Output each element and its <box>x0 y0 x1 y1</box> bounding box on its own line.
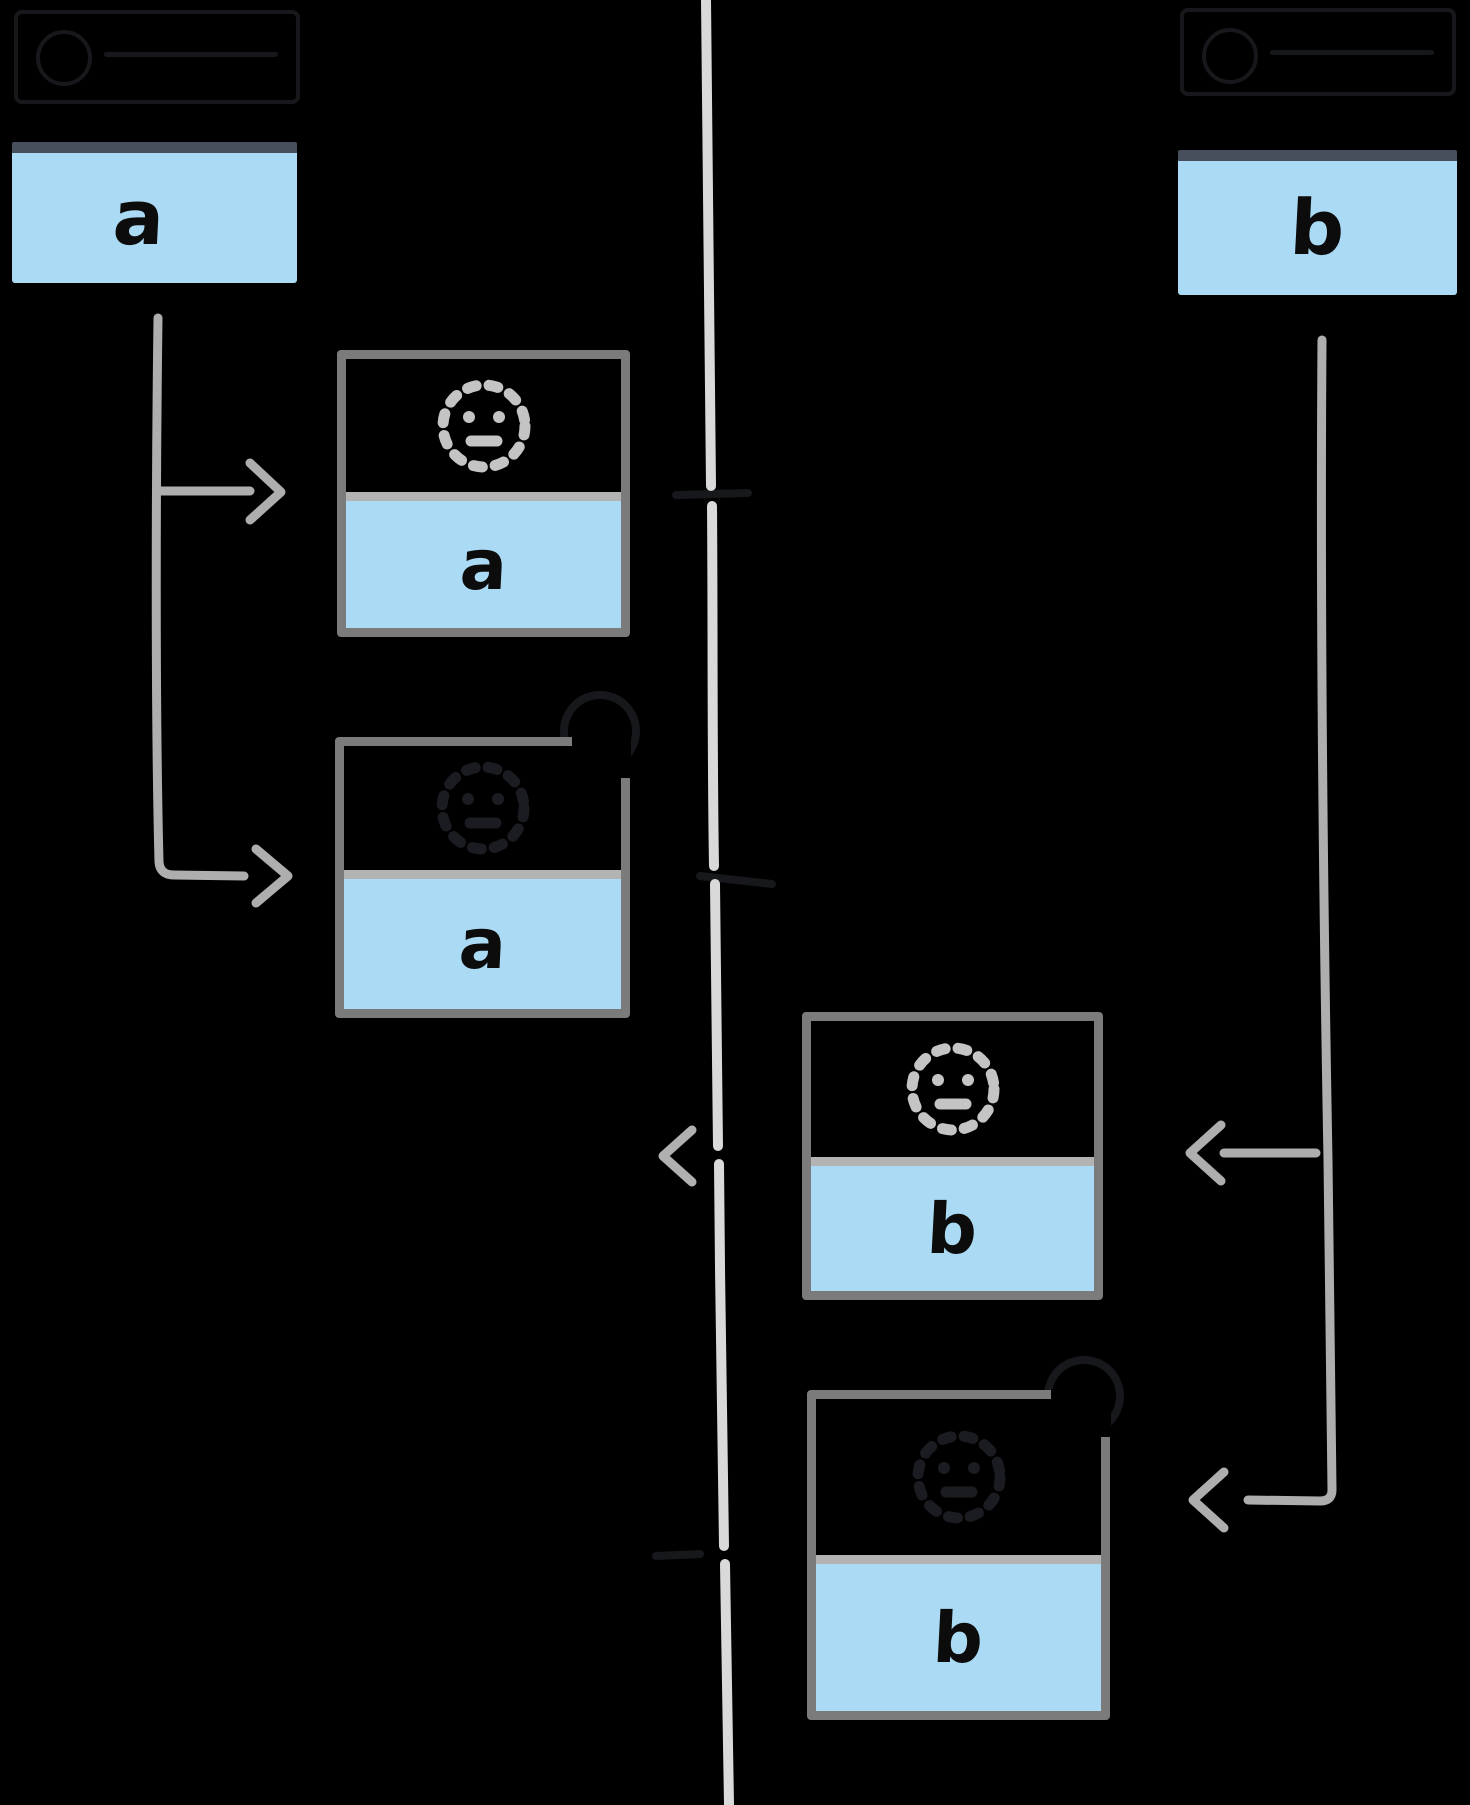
commit-letter-half: b <box>811 1166 1094 1291</box>
commit-icon-half <box>344 746 621 870</box>
commit-divider <box>346 492 621 501</box>
commit-letter: b <box>931 1596 986 1679</box>
commit-letter: a <box>456 903 509 985</box>
branch-a-connector <box>151 313 293 908</box>
timeline-line <box>701 0 734 1805</box>
border-gap <box>1100 1389 1111 1437</box>
branch-b-head-box: b <box>1178 150 1457 295</box>
branch-b-letter: b <box>1287 183 1348 272</box>
commit-letter-half: b <box>816 1564 1101 1711</box>
arrowhead-right-icon <box>245 458 286 525</box>
branch-a-head-box: a <box>12 142 297 283</box>
dashed-smiley-icon <box>437 379 530 472</box>
commit-divider <box>344 870 621 879</box>
arrowhead-left-icon <box>1185 1120 1226 1186</box>
branch-b-connector <box>1185 335 1337 1533</box>
commit-icon-half <box>346 359 621 492</box>
commit-icon-half <box>816 1399 1101 1555</box>
ghost-avatar-icon <box>36 30 92 86</box>
border-gap <box>1051 1389 1111 1400</box>
head-title-bar <box>12 142 297 153</box>
border-gap <box>620 736 631 778</box>
commit-letter-half: a <box>344 879 621 1009</box>
commit-box-a2: a <box>335 736 631 1018</box>
arrowhead-left-icon <box>658 1125 697 1187</box>
commit-letter: a <box>457 523 510 606</box>
arrowhead-left-icon <box>1188 1467 1229 1533</box>
arrowhead-right-icon <box>251 844 293 908</box>
head-body: a <box>12 153 297 283</box>
commit-box-b2: b <box>807 1389 1111 1720</box>
commit-letter: b <box>925 1187 980 1270</box>
commit-divider <box>811 1157 1094 1166</box>
ghost-label-text <box>1270 50 1434 55</box>
commit-box-b1: b <box>802 1012 1103 1300</box>
commit-letter-half: a <box>346 501 621 628</box>
commit-box-a1: a <box>337 350 630 637</box>
head-title-bar <box>1178 150 1457 161</box>
head-body: b <box>1178 161 1457 295</box>
ghost-avatar-icon <box>1202 28 1258 84</box>
ghost-smiley-icon <box>436 761 529 855</box>
dashed-smiley-icon <box>906 1042 999 1136</box>
ghost-smiley-icon <box>912 1430 1005 1524</box>
ghost-branch-a-label <box>14 10 300 104</box>
branch-a-letter: a <box>110 173 167 262</box>
ghost-branch-b-label <box>1180 8 1456 96</box>
ghost-label-text <box>104 52 278 57</box>
commit-icon-half <box>811 1021 1094 1157</box>
border-gap <box>572 736 631 747</box>
commit-divider <box>816 1555 1101 1564</box>
